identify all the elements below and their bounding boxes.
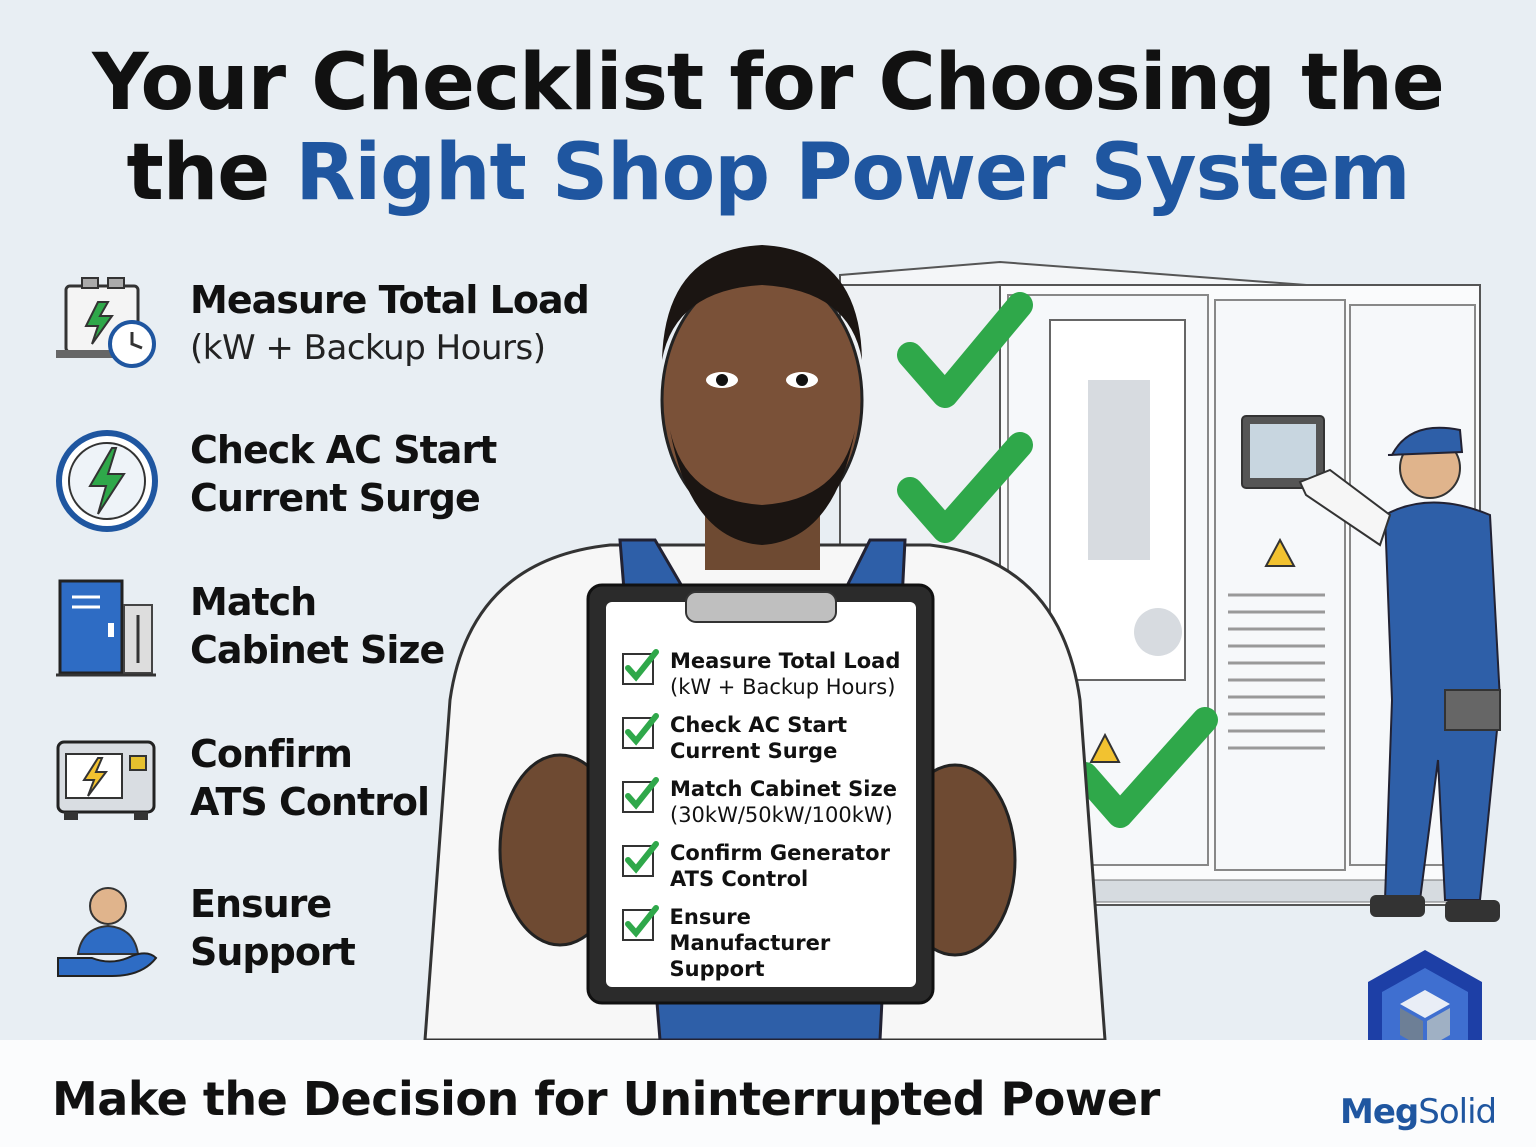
left-list-item-5: Ensure Support: [190, 880, 356, 976]
left-list-head: Match: [190, 580, 317, 624]
technician-figure: [1298, 426, 1502, 922]
brand-name-bold: Meg: [1340, 1092, 1419, 1132]
clipboard-item-line1: Check AC Start: [670, 713, 848, 737]
clipboard-item-line1: Match Cabinet Size: [670, 777, 897, 801]
clipboard-item-line2: (30kW/50kW/100kW): [670, 803, 893, 827]
checkbox-checked-icon: [622, 905, 659, 941]
clipboard-checklist: Measure Total Load(kW + Backup Hours) Ch…: [620, 648, 916, 981]
left-list-sub: (kW + Backup Hours): [190, 328, 546, 368]
left-list-sub: Current Surge: [190, 476, 481, 520]
clipboard-item-line2: (kW + Backup Hours): [670, 675, 896, 699]
left-list-item-1: Measure Total Load (kW + Backup Hours): [190, 276, 590, 372]
battery-clock-icon: [56, 277, 156, 368]
clipboard-item-line2: ATS Control: [670, 867, 809, 891]
title-prefix: the: [126, 128, 296, 218]
page-title-line1: Your Checklist for Choosing the: [92, 38, 1445, 128]
clipboard-item: Measure Total Load(kW + Backup Hours): [620, 648, 916, 712]
support-hand-icon: [57, 887, 158, 977]
checkbox-checked-icon: [622, 649, 659, 685]
brand-name-light: Solid: [1418, 1092, 1497, 1132]
checkbox-checked-icon: [622, 713, 659, 749]
clipboard-item-line1: Ensure Manufacturer: [669, 905, 831, 955]
page-title-line2: the Right Shop Power System: [0, 128, 1536, 218]
clipboard-item-line1: Measure Total Load: [670, 649, 901, 673]
clipboard-item-line2: Support: [669, 957, 765, 981]
left-list-sub: ATS Control: [190, 780, 430, 824]
lightning-gauge-icon: [56, 430, 158, 532]
man-holding-clipboard: [423, 245, 1107, 1042]
generator-ats-icon: [56, 740, 156, 820]
footer-tagline: Make the Decision for Uninterrupted Powe…: [52, 1072, 1160, 1126]
left-list-head: Confirm: [190, 732, 353, 776]
footer-bar: [0, 1040, 1536, 1147]
clipboard-item-line2: Current Surge: [670, 739, 838, 763]
checkbox-checked-icon: [622, 777, 659, 813]
title-accent: Right Shop Power System: [295, 128, 1410, 218]
left-list-item-2: Check AC Start Current Surge: [190, 426, 497, 522]
left-list-sub: Cabinet Size: [190, 628, 445, 672]
left-list-head: Check AC Start: [190, 428, 497, 472]
green-check-icons: [897, 292, 1218, 828]
left-list-head: Ensure: [190, 882, 332, 926]
left-list-item-3: Match Cabinet Size: [190, 578, 445, 674]
brand-name: MegSolid: [1340, 1092, 1497, 1132]
clipboard-item-line1: Confirm Generator: [670, 841, 890, 865]
left-list-head: Measure Total Load: [190, 278, 590, 322]
cabinet-size-icon: [56, 579, 156, 677]
left-list-sub: Support: [190, 930, 356, 974]
checkbox-checked-icon: [622, 841, 659, 877]
clipboard-item: Match Cabinet Size(30kW/50kW/100kW): [620, 776, 916, 840]
left-list-item-4: Confirm ATS Control: [190, 730, 430, 826]
